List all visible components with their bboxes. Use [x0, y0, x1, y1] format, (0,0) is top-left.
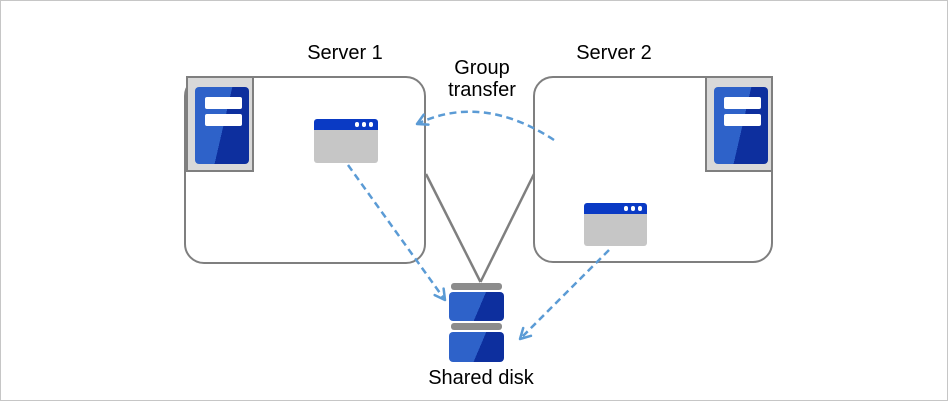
disk-platter-icon: [449, 292, 504, 321]
server1-label: Server 1: [307, 42, 383, 64]
application-b-window-icon: [584, 203, 647, 246]
server-tower-icon: [714, 87, 768, 164]
server-tower-icon: [195, 87, 249, 164]
server-slot-icon: [205, 97, 242, 109]
server1-disk-link-line: [424, 173, 482, 283]
application-b-to-disk-arrow: [518, 249, 610, 341]
disk-cap-icon: [451, 283, 502, 290]
group-transfer-label: Group transfer: [448, 57, 516, 101]
server1-host-icon: [186, 76, 254, 172]
window-body: [584, 213, 647, 246]
shared-disk-label: Shared disk: [428, 367, 534, 389]
window-body: [314, 129, 378, 163]
server-slot-icon: [724, 114, 761, 126]
application-a-window-icon: [314, 119, 378, 163]
window-dot-icon: [630, 206, 635, 211]
disk-platter-icon: [449, 332, 504, 362]
window-dot-icon: [623, 206, 628, 211]
window-titlebar-icon: [314, 119, 378, 130]
window-dot-icon: [368, 122, 373, 127]
server2-host-icon: [705, 76, 773, 172]
window-dot-icon: [354, 122, 359, 127]
server-slot-icon: [205, 114, 242, 126]
window-dot-icon: [637, 206, 642, 211]
server2-label: Server 2: [576, 42, 652, 64]
server-slot-icon: [724, 97, 761, 109]
window-titlebar-icon: [584, 203, 647, 214]
window-dot-icon: [361, 122, 366, 127]
disk-cap-icon: [451, 323, 502, 330]
